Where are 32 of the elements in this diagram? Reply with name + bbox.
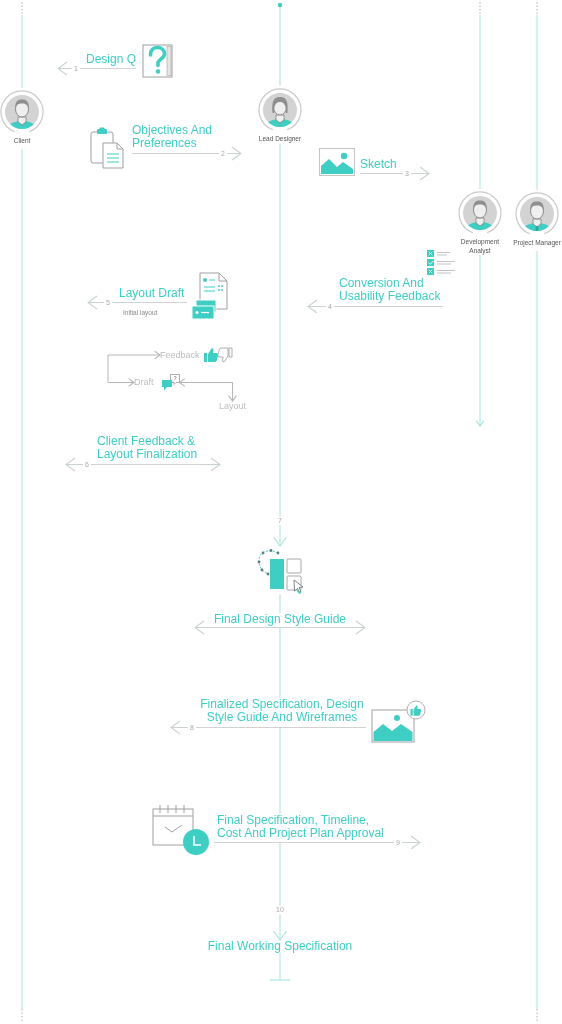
step-title: Sketch	[360, 158, 400, 174]
double-arrow	[107, 350, 161, 387]
connector-line	[279, 727, 281, 815]
step-title: Finalized Specification, Design Style Guide And Wireframes	[198, 698, 366, 728]
connector-line	[279, 627, 281, 699]
step-title: Layout Draft	[117, 287, 187, 303]
arrow	[170, 720, 199, 735]
arrow	[215, 146, 242, 161]
arrow	[346, 620, 366, 635]
step-title: Objectives And Preferences	[132, 124, 216, 154]
arrow	[194, 620, 214, 635]
arrow	[475, 254, 485, 427]
step-title: Conversion And Usability Feedback	[339, 277, 443, 307]
end-bar-line	[269, 952, 291, 981]
loop-label: Draft	[134, 377, 154, 388]
arrow	[87, 295, 118, 310]
arrow	[65, 457, 96, 472]
step-title: Design Q	[82, 53, 136, 69]
arrow	[272, 143, 288, 547]
arrow	[307, 299, 340, 314]
step-title: Final Specification, Timeline, Cost And Project Plan Approval	[214, 814, 392, 843]
double-arrow	[178, 378, 237, 402]
step-title: Final Working Specification	[206, 940, 354, 953]
connector-line	[279, 593, 281, 614]
loop-label: Feedback	[160, 349, 200, 361]
step-title: Client Feedback & Layout Finalization	[95, 435, 201, 465]
step-title: Final Design Style Guide	[213, 613, 347, 628]
loop-label: Layout	[219, 401, 247, 412]
arrow	[200, 457, 221, 472]
arrow	[272, 842, 288, 941]
arrow	[399, 166, 430, 181]
arrow	[391, 835, 421, 850]
